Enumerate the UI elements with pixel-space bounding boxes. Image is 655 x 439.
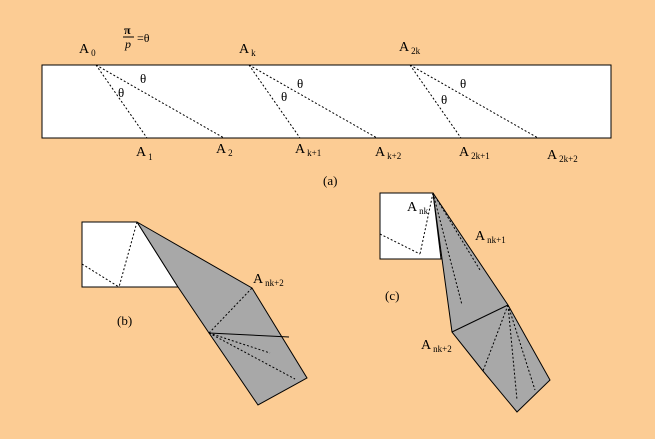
fold-line xyxy=(248,64,378,139)
fold-lines-c xyxy=(379,192,536,401)
fold-line xyxy=(81,263,120,288)
angle-formula: π p =θ xyxy=(123,23,150,51)
fold-line xyxy=(118,221,138,288)
theta-label: θ xyxy=(281,89,287,104)
fold-line xyxy=(409,64,462,139)
fold-line xyxy=(432,192,463,306)
caption-a: (a) xyxy=(323,173,337,188)
theta-label: θ xyxy=(297,76,303,91)
folded-strip-b xyxy=(136,221,308,406)
caption-c: (c) xyxy=(385,288,399,303)
crease-line xyxy=(451,304,509,333)
fold-creases-c xyxy=(451,304,509,333)
fold-line xyxy=(95,64,225,139)
formula-equals-theta: =θ xyxy=(137,31,150,45)
fold-line xyxy=(248,64,301,139)
caption-b: (b) xyxy=(117,313,132,328)
paper-strip xyxy=(41,64,612,139)
fold-line xyxy=(432,192,481,271)
fold-lines-a xyxy=(95,64,539,139)
fold-line xyxy=(208,332,296,380)
theta-label: θ xyxy=(460,76,466,91)
theta-label: θ xyxy=(118,85,124,100)
paper-flat-c xyxy=(379,192,442,260)
crease-line xyxy=(208,332,290,338)
formula-numerator: π xyxy=(124,23,131,37)
fold-line xyxy=(95,64,148,139)
fold-line xyxy=(208,332,271,354)
theta-label: θ xyxy=(441,92,447,107)
formula-denominator: p xyxy=(124,37,131,51)
theta-label: θ xyxy=(140,71,146,86)
folded-strip-c xyxy=(432,192,551,413)
fold-creases-b xyxy=(208,332,290,338)
fold-line xyxy=(507,304,536,391)
fold-lines-b xyxy=(81,221,296,380)
fold-line xyxy=(409,64,539,139)
fold-line xyxy=(379,233,421,255)
